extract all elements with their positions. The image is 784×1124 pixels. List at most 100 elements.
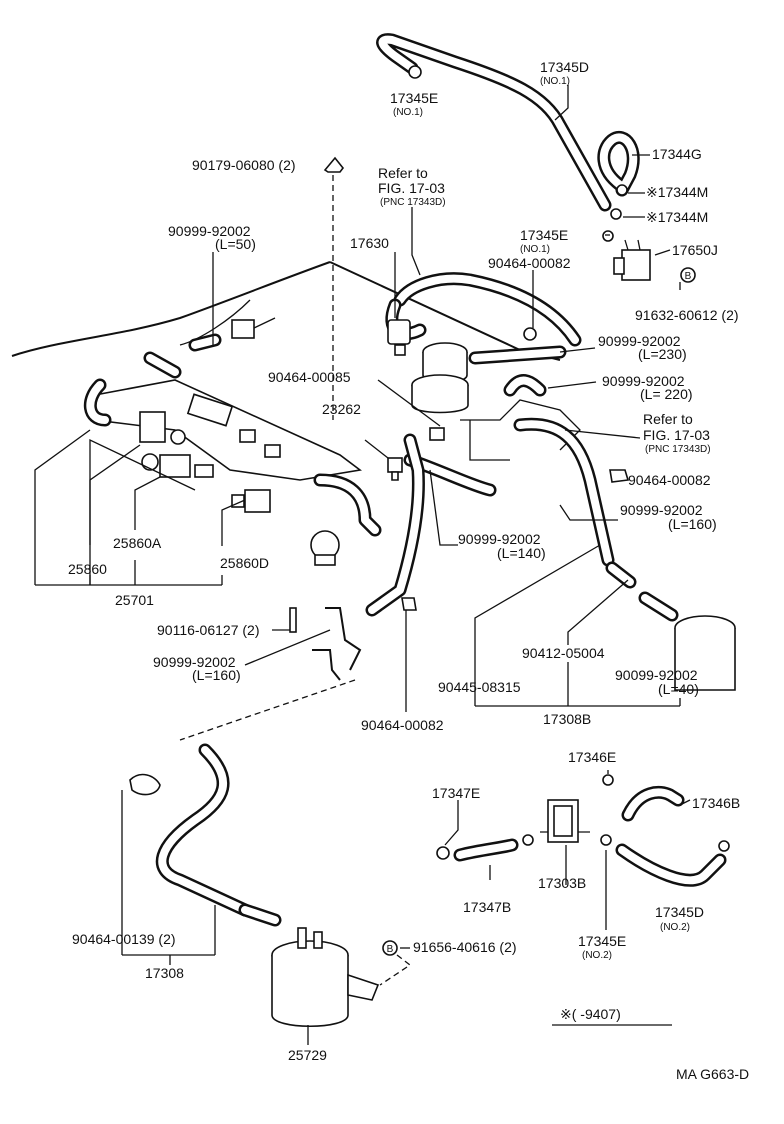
label-90464-00085: 90464-00085 [268,369,351,385]
label-25860a: 25860A [113,535,162,551]
label-17346e: 17346E [568,749,616,765]
cap-90179 [323,156,345,173]
label-90999-l220: 90999-92002 [602,373,685,389]
label-17347e: 17347E [432,785,480,801]
clamp-90464-00082-c [401,597,417,611]
pipe-90999-l160b [312,607,362,681]
label-17345e-no2-note: (NO.2) [582,950,612,961]
clamp-90464-00085 [429,427,445,441]
label-91632: 91632-60612 (2) [635,307,739,323]
label-90999-l160a: 90999-92002 [620,502,703,518]
label-ref2-a: Refer to [643,411,693,427]
diagram-code: MA G663-D [676,1066,749,1082]
clamps-17344m [602,184,628,242]
pipe-90999-l50 [188,333,222,352]
clamp-17346e [602,774,614,786]
vsv-25860d [231,489,271,513]
label-17347b: 17347B [463,899,511,915]
manifold-block [94,379,362,481]
label-17345e-no2: 17345E [578,933,626,949]
label-17346b: 17346B [692,795,740,811]
bolt-symbol-91656: B [379,940,412,986]
label-17630: 17630 [350,235,389,251]
clamp-17347e [436,834,534,860]
label-90099-l40-note: (L=40) [658,681,699,697]
label-90464-00082-b: 90464-00082 [628,472,711,488]
label-17345e-top-note: (NO.1) [393,107,423,118]
hose-17344g [597,131,640,197]
label-ref2-b: FIG. 17-03 [643,427,710,443]
hose-17345d-no2 [615,843,727,887]
label-ref2-c: (PNC 17343D) [645,444,711,455]
label-17303b: 17303B [538,875,586,891]
label-ref1-a: Refer to [378,165,428,181]
label-90999-l50-note: (L=50) [215,236,256,252]
label-17308: 17308 [145,965,184,981]
label-90464-00082-a: 90464-00082 [488,255,571,271]
label-17308b: 17308B [543,711,591,727]
label-90999-l160a-note: (L=160) [668,516,717,532]
footnote-text: ※( -9407) [560,1006,621,1022]
valve-17303b [540,799,590,843]
label-17650j: 17650J [672,242,718,258]
label-25701: 25701 [115,592,154,608]
label-90999-l220-note: (L= 220) [640,386,693,402]
hose-17308 [155,743,282,927]
vsv-25860a [141,453,214,478]
svg-text:B: B [387,944,394,955]
label-25729: 25729 [288,1047,327,1063]
dashline-lower [179,679,356,741]
label-90999-l160b-note: (L=160) [192,667,241,683]
label-90464-00139: 90464-00139 (2) [72,931,176,947]
label-91656: 91656-40616 (2) [413,939,517,955]
clamp-90464-00082-a [523,327,537,341]
label-17345e-mid: 17345E [520,227,568,243]
hose-17347b [453,838,519,862]
canister-center [411,342,581,461]
leader-lines [34,85,691,1045]
valve-17630 [387,319,411,356]
vsv-17650j [613,239,651,281]
clamp-17345e-top [408,65,422,79]
label-90999-l230: 90999-92002 [598,333,681,349]
bolt-90116 [289,607,297,633]
label-17344m-a: ※17344M [646,184,708,200]
label-90116: 90116-06127 (2) [157,622,259,638]
vsv-25860 [139,411,186,445]
label-90412: 90412-05004 [522,645,605,661]
label-90999-l50: 90999-92002 [168,223,251,239]
filter-25729 [271,927,380,1027]
hose-right-group [403,345,615,567]
hose-17346b [621,786,685,822]
hose-upper-bundle [385,272,582,347]
vsv-lower-center [310,530,340,566]
bolt-symbol-91632: B [680,267,696,283]
label-17345d-no1-note: (NO.1) [540,76,570,87]
label-90999-l140: 90999-92002 [458,531,541,547]
union-90412 [605,561,679,622]
label-17344g: 17344G [652,146,702,162]
part-labels: 17345D (NO.1) 17345E (NO.1) 17344G ※1734… [68,59,749,1082]
vsv-upper-left [231,317,276,339]
label-17345e-top: 17345E [390,90,438,106]
label-90464-00082-c: 90464-00082 [361,717,444,733]
label-90445: 90445-08315 [438,679,521,695]
svg-text:B: B [685,271,692,282]
label-23262: 23262 [322,401,361,417]
label-90999-l230-note: (L=230) [638,346,687,362]
sensor-23262 [387,457,403,481]
label-17345e-mid-note: (NO.1) [520,244,550,255]
label-17344m-b: ※17344M [646,209,708,225]
label-25860d: 25860D [220,555,269,571]
clamp-90464-00082-b [609,469,630,483]
clamp-90464-00139 [129,773,161,796]
clamp-17345e-no2 [600,834,730,852]
canister-17308b-area [674,615,736,691]
label-17345d-no2: 17345D [655,904,704,920]
label-17345d-no1: 17345D [540,59,589,75]
hose-left-group [84,351,425,617]
label-17345d-no2-note: (NO.2) [660,922,690,933]
label-ref1-c: (PNC 17343D) [380,197,446,208]
hose-17345d-no1 [376,33,612,212]
